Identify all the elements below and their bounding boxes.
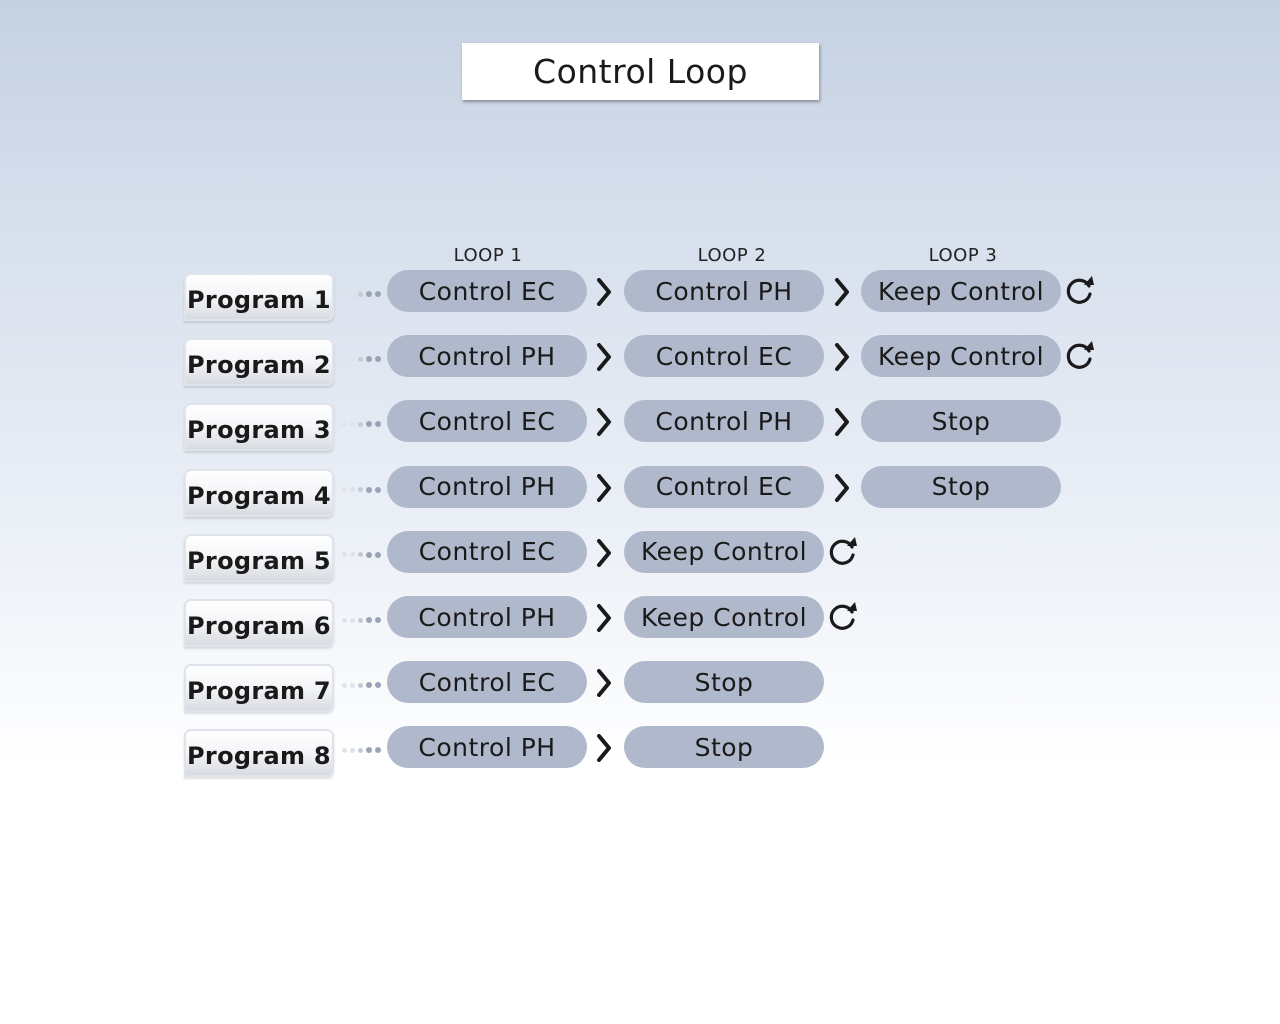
program-row: Program 6 Control PH Keep Control (0, 596, 1280, 652)
loop-step-pill[interactable]: Control EC (387, 530, 587, 573)
loop-step-pill[interactable]: Stop (624, 726, 824, 769)
refresh-icon[interactable] (826, 536, 860, 568)
program-row: Program 7 Control EC Stop (0, 661, 1280, 717)
loop-step-pill[interactable]: Control PH (624, 400, 824, 443)
loop-step-pill[interactable]: Control EC (387, 661, 587, 704)
dots-connector-icon (342, 291, 381, 297)
dots-connector-icon (342, 747, 381, 754)
dots-connector-icon (342, 617, 381, 623)
refresh-icon[interactable] (1063, 340, 1097, 372)
chevron-right-icon (597, 538, 611, 567)
program-row: Program 1 Control EC Control PH Keep Contro… (0, 270, 1280, 326)
dots-connector-icon (342, 421, 381, 428)
program-button[interactable]: Program 2 (184, 338, 334, 387)
program-button[interactable]: Program 1 (184, 273, 334, 321)
program-row: Program 8 Control PH Stop (0, 726, 1280, 782)
program-button[interactable]: Program 3 (184, 403, 334, 452)
refresh-icon[interactable] (826, 601, 860, 633)
chevron-right-icon (597, 734, 611, 763)
program-button[interactable]: Program 5 (184, 533, 334, 582)
refresh-icon[interactable] (1063, 275, 1097, 307)
dots-connector-icon (342, 356, 381, 363)
program-row: Program 5 Control EC Keep Control (0, 530, 1280, 587)
chevron-right-icon (597, 473, 611, 502)
chevron-right-icon (597, 278, 611, 306)
loop-step-pill[interactable]: Control EC (387, 400, 587, 443)
loop-step-pill[interactable]: Control PH (624, 270, 824, 312)
program-button[interactable]: Program 7 (184, 664, 334, 713)
loop-step-pill[interactable]: Control EC (624, 335, 824, 378)
loop-step-pill[interactable]: Control PH (387, 335, 587, 378)
chevron-right-icon (597, 408, 611, 437)
dots-connector-icon (342, 682, 381, 689)
loop-step-pill[interactable]: Control EC (624, 465, 824, 508)
chevron-right-icon (835, 343, 849, 372)
chevron-right-icon (835, 473, 849, 502)
program-row: Program 2 Control PH Control EC Keep Contro… (0, 335, 1280, 391)
program-button[interactable]: Program 6 (184, 599, 334, 647)
loop-step-pill[interactable]: Keep Control (624, 596, 824, 638)
chevron-right-icon (597, 604, 611, 632)
loop-step-pill[interactable]: Control EC (387, 270, 587, 312)
chevron-right-icon (835, 408, 849, 437)
loop-step-pill[interactable]: Keep Control (624, 530, 824, 573)
dots-connector-icon (342, 551, 381, 558)
chevron-right-icon (835, 278, 849, 306)
loop-step-pill[interactable]: Keep Control (861, 270, 1061, 312)
loop-step-pill[interactable]: Keep Control (861, 335, 1061, 378)
loop-step-pill[interactable]: Stop (861, 465, 1061, 508)
loop-step-pill[interactable]: Control PH (387, 596, 587, 638)
chevron-right-icon (597, 669, 611, 698)
loop-step-pill[interactable]: Control PH (387, 465, 587, 508)
loop-step-pill[interactable]: Stop (624, 661, 824, 704)
dots-connector-icon (342, 486, 381, 493)
loop-step-pill[interactable]: Control PH (387, 726, 587, 769)
chevron-right-icon (597, 343, 611, 372)
loop-header-1: LOOP 1 (453, 245, 523, 266)
program-row: Program 4 Control PH Control EC Stop (0, 465, 1280, 522)
program-button[interactable]: Program 4 (184, 468, 334, 517)
loop-header-2: LOOP 2 (697, 245, 767, 266)
loop-header-3: LOOP 3 (928, 245, 998, 266)
program-button[interactable]: Program 8 (184, 729, 334, 778)
program-row: Program 3 Control EC Control PH Stop (0, 400, 1280, 456)
page-title: Control Loop (462, 43, 819, 100)
loop-step-pill[interactable]: Stop (861, 400, 1061, 443)
